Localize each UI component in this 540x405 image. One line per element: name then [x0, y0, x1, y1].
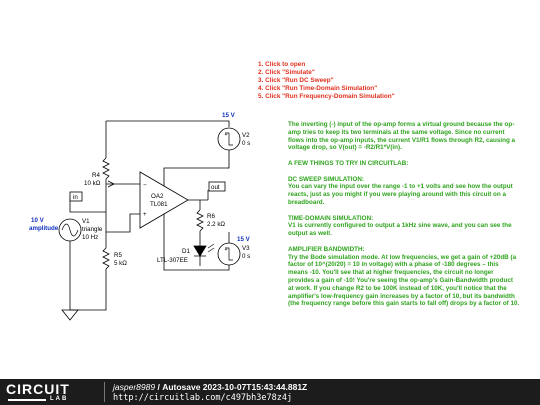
circuitlab-logo[interactable]: CIRCUIT	[6, 381, 70, 397]
r5-value: 5 kΩ	[114, 260, 127, 267]
r5-resistor[interactable]	[102, 247, 110, 270]
step-4[interactable]: 4. Click "Run Time-Domain Simulation"	[258, 85, 378, 92]
step-5[interactable]: 5. Click "Run Frequency-Domain Simulatio…	[258, 93, 395, 100]
step-3[interactable]: 3. Click "Run DC Sweep"	[258, 77, 334, 84]
wire-top-rail	[106, 120, 230, 127]
in-node-flag[interactable]	[69, 191, 83, 202]
v1-name: V1	[82, 218, 90, 225]
time-domain-heading: TIME-DOMAIN SIMULATION:	[288, 214, 374, 222]
opamp-name: OA2	[151, 193, 164, 200]
r6-name: R6	[207, 213, 215, 220]
time-domain-body: V1 is currently configured to output a 1…	[288, 222, 512, 238]
wire-opamp-vplus	[163, 167, 229, 186]
v3-top-label: 15 V	[237, 236, 251, 243]
wire-r5-bottom	[70, 269, 107, 311]
v1-amplitude-word: amplitude	[29, 225, 59, 232]
footer-divider	[104, 382, 105, 402]
logo-underline	[8, 399, 46, 401]
step-1[interactable]: 1. Click to open	[258, 61, 306, 68]
footer-meta: jasper8989 / Autosave 2023-10-07T15:43:4…	[113, 382, 307, 392]
v1-frequency: 10 Hz	[82, 234, 98, 241]
circuit-url[interactable]: http://circuitlab.com/c497bh3e78z4j	[113, 393, 293, 403]
instruction-steps: 1. Click to open 2. Click "Simulate" 3. …	[258, 61, 395, 101]
v3-value: 0 s	[242, 253, 250, 260]
svg-text:+: +	[225, 247, 228, 253]
footer-separator: /	[157, 382, 160, 392]
r4-wiper-arrow	[107, 180, 115, 188]
d1-led-symbol[interactable]	[193, 245, 207, 257]
circuit-description: The inverting (-) input of the op-amp fo…	[288, 121, 520, 316]
wire-plus-input	[106, 213, 140, 233]
wire-v3-bottom	[163, 260, 230, 271]
dc-sweep-heading: DC SWEEP SIMULATION:	[288, 175, 365, 183]
circuit-title: Autosave 2023-10-07T15:43:44.881Z	[162, 382, 308, 392]
step-2[interactable]: 2. Click "Simulate"	[258, 69, 315, 76]
r6-value: 2.2 kΩ	[207, 221, 225, 228]
wire-v2-bottom	[228, 150, 230, 169]
opamp-plus-sign: +	[143, 211, 147, 218]
ground-symbol	[61, 309, 79, 321]
v3-dc-glyph	[225, 247, 233, 261]
svg-text:+: +	[225, 132, 228, 138]
author-link[interactable]: jasper8989	[113, 382, 156, 392]
bandwidth-heading: AMPLIFIER BANDWIDTH:	[288, 245, 365, 253]
footer-bar: CIRCUIT LAB jasper8989 / Autosave 2023-1…	[0, 379, 540, 405]
out-label: out	[211, 184, 220, 191]
bandwidth-body: Try the Bode simulation mode. At low fre…	[288, 253, 520, 308]
v2-name: V2	[242, 132, 250, 139]
r6-resistor[interactable]	[196, 209, 204, 232]
dc-sweep-body: You can vary the input over the range -1…	[288, 183, 513, 206]
r4-value: 10 kΩ	[84, 180, 101, 187]
circuit-schematic[interactable]: + + 15 V V2 0 s R4 10 kΩ −	[0, 110, 260, 330]
v2-top-label: 15 V	[222, 112, 236, 119]
v1-amplitude-value: 10 V	[31, 217, 45, 224]
d1-name: D1	[182, 248, 190, 255]
in-label: in	[73, 194, 78, 201]
v2-value: 0 s	[242, 140, 250, 147]
opamp-model: TL081	[150, 201, 168, 208]
v1-wave: triangle	[82, 226, 103, 233]
d1-model: LTL-307EE	[157, 257, 188, 264]
v3-name: V3	[242, 245, 250, 252]
d1-led-rays	[207, 243, 215, 253]
r5-name: R5	[114, 252, 122, 259]
r4-name: R4	[92, 172, 100, 179]
description-few-things: A FEW THINGS TO TRY IN CIRCUITLAB:	[288, 159, 409, 167]
r4-resistor[interactable]	[102, 157, 110, 180]
description-intro: The inverting (-) input of the op-amp fo…	[288, 121, 516, 152]
v2-dc-glyph	[225, 132, 233, 146]
v1-sine-glyph	[61, 223, 79, 237]
opamp-minus-sign: −	[143, 182, 147, 189]
circuitlab-logo-sub: LAB	[50, 396, 69, 402]
out-node-flag[interactable]	[208, 181, 226, 192]
